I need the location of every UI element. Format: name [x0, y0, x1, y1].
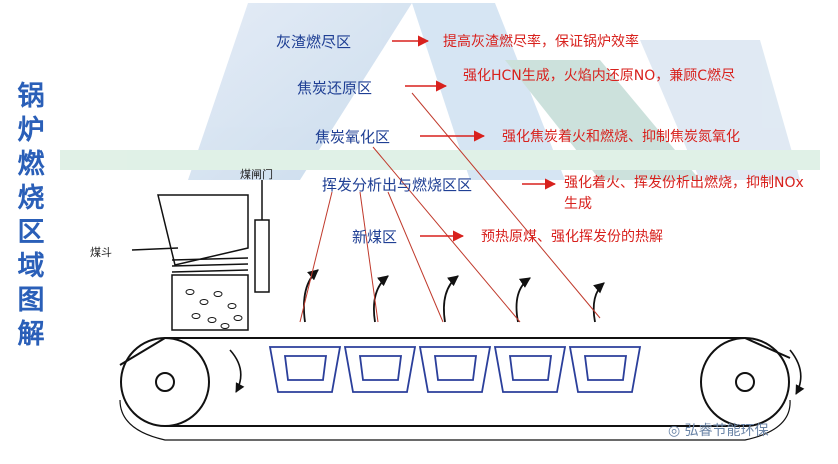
rotation-arrows	[229, 349, 805, 395]
zone-name-volatile-release: 挥发分析出与燃烧区区	[322, 176, 473, 194]
watermark-text: 弘睿节能环保	[684, 423, 769, 439]
zone-desc-coke-reduction: 强化HCN生成，火焰内还原NO，兼顾C燃尽	[463, 68, 736, 84]
coal-gate	[254, 180, 270, 293]
zone-pointer-lines	[299, 92, 601, 323]
gate-label: 煤闸门	[240, 168, 273, 181]
zone-name-coke-reduction: 焦炭还原区	[297, 79, 373, 97]
zone-desc-ash-burnout: 提高灰渣燃尽率，保证锅炉效率	[443, 34, 639, 50]
zone-desc-coke-oxidation: 强化焦炭着火和燃烧、抑制焦炭氮氧化	[502, 129, 740, 145]
watermark: ◎ 弘睿节能环保	[668, 420, 769, 440]
air-chambers	[268, 346, 642, 393]
zone-desc-volatile-release: 强化着火、挥发份析出燃烧，抑制NOx生成	[564, 175, 804, 212]
zone-arrows	[392, 35, 557, 242]
zone-name-fresh-coal: 新煤区	[352, 228, 398, 246]
chain-grate-conveyor	[119, 337, 791, 441]
side-title: 锅炉燃烧区域图解	[17, 81, 45, 350]
hopper-label: 煤斗	[90, 246, 112, 259]
background-logo	[60, 3, 820, 180]
zone-desc-fresh-coal: 预热原煤、强化挥发份的热解	[481, 229, 663, 245]
coal-hopper	[131, 194, 249, 331]
zone-name-ash-burnout: 灰渣燃尽区	[276, 33, 352, 51]
zone-name-coke-oxidation: 焦炭氧化区	[315, 128, 391, 146]
wechat-icon: ◎	[668, 423, 685, 439]
air-flow-arrows	[303, 269, 605, 323]
